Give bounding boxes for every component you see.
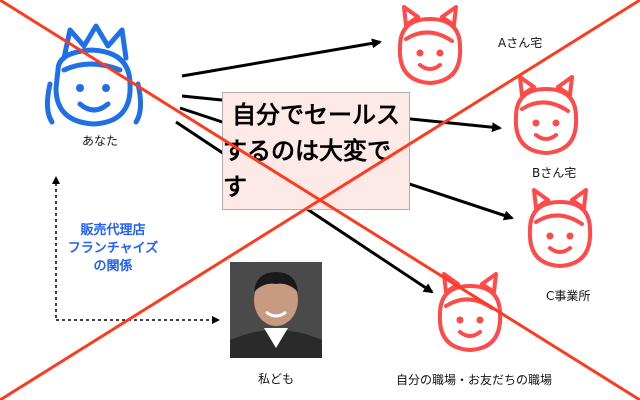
relationship-note-line: 販売代理店 [80, 223, 146, 238]
you-label: あなた [82, 134, 119, 148]
callout-line: するのは大変です [223, 137, 391, 201]
relationship-note-line: の関係 [93, 259, 133, 274]
self-label: 私ども [258, 372, 295, 386]
staff-photo [230, 262, 322, 358]
target-label-workplace: 自分の職場・お友だちの職場 [396, 373, 553, 387]
target-label-a: Aさん宅 [498, 36, 543, 50]
callout-line: 自分でセールス [232, 101, 400, 129]
relationship-note: 販売代理店 フランチャイズ の関係 [58, 222, 168, 276]
relationship-note-line: フランチャイズ [67, 241, 159, 256]
arrow-to-a [181, 38, 382, 78]
person-silhouette-icon [230, 262, 322, 358]
girl-icon-c [527, 188, 593, 268]
target-label-c: C事業所 [546, 289, 591, 303]
callout-box: 自分でセールス するのは大変です [222, 92, 410, 210]
girl-icon-b [513, 75, 579, 155]
girl-icon-a [397, 5, 463, 85]
target-label-b: Bさん宅 [532, 166, 577, 180]
